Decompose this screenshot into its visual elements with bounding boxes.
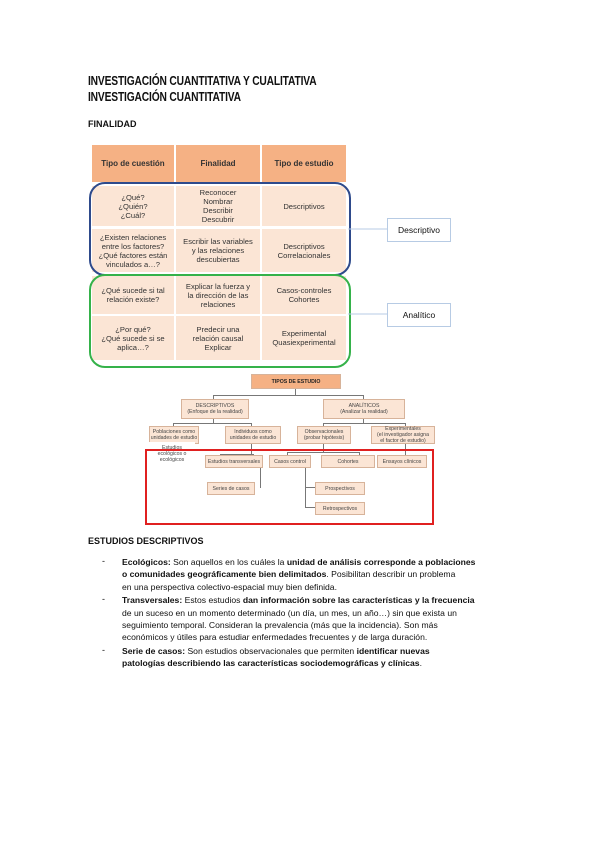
tree-highlight-box — [145, 449, 434, 525]
bold-text: identificar nuevas — [356, 645, 430, 656]
table-header: Tipo de estudio — [262, 145, 346, 182]
text: de un suceso en un momento determinado (… — [122, 607, 457, 618]
table-cell: ¿Qué sucede si tal relación existe? — [92, 276, 174, 314]
paragraph-line: Serie de casos: Son estudios observacion… — [122, 645, 512, 657]
bullet-marker: - — [102, 644, 105, 655]
tree-transversales: Estudios transversales — [205, 455, 263, 468]
paragraph-line: o comunidades geográficamente bien delim… — [122, 568, 512, 580]
text: en una perspectiva colectivo-espacial mu… — [122, 581, 337, 592]
analytic-group-outline — [89, 274, 351, 368]
descriptive-group-outline — [89, 182, 351, 276]
tree-poblaciones: Poblaciones como unidades de estudio — [149, 426, 199, 444]
paragraph-line: patologías describiendo las característi… — [122, 657, 512, 669]
tree-retrospectivos: Retrospectivos — [315, 502, 365, 515]
table-header: Tipo de cuestión — [92, 145, 174, 182]
bold-text: o comunidades geográficamente bien delim… — [122, 569, 327, 580]
paragraph-line: Ecológicos: Son aquellos en los cuáles l… — [122, 556, 512, 568]
paragraph-line: seguimiento temporal. Consideran la prev… — [122, 619, 512, 631]
table-cell: Reconocer Nombrar Describir Descubrir — [176, 186, 260, 226]
text: . Posibilitan describir un problema — [326, 569, 456, 580]
tree-series-casos: Series de casos — [207, 482, 255, 495]
text: Son estudios observacionales que permite… — [185, 645, 357, 656]
section-title-finalidad: FINALIDAD — [88, 119, 137, 129]
tree-experimentales: Experimentales (el investigador asigna e… — [371, 426, 435, 444]
paragraph-line: en una perspectiva colectivo-espacial mu… — [122, 581, 512, 593]
table-cell: Escribir las variables y las relaciones … — [176, 229, 260, 272]
tree-prospectivos: Prospectivos — [315, 482, 365, 495]
table-header: Finalidad — [176, 145, 260, 182]
bold-text: dan información sobre las característica… — [242, 595, 475, 606]
table-cell: Descriptivos Correlacionales — [262, 229, 346, 272]
bold-text: Ecológicos: — [122, 557, 171, 567]
tree-observacionales: Observacionales (probar hipótesis) — [297, 426, 351, 444]
paragraph-line: económicos y útiles para estudiar enferm… — [122, 631, 512, 643]
tree-descriptivos: DESCRIPTIVOS (Enfoque de la realidad) — [181, 399, 249, 419]
study-types-tree: TIPOS DE ESTUDIO DESCRIPTIVOS (Enfoque d… — [145, 372, 445, 527]
text: Son aquellos en los cuáles la — [170, 557, 287, 567]
bold-text: Serie de casos: — [122, 645, 186, 656]
table-cell: Experimental Quasiexperimental — [262, 316, 346, 360]
table-cell: ¿Por qué? ¿Qué sucede si se aplica…? — [92, 316, 174, 360]
bullet-marker: - — [102, 594, 105, 605]
table-cell: ¿Existen relaciones entre los factores? … — [92, 229, 174, 272]
text: . — [419, 658, 422, 669]
bold-text: Transversales: — [122, 595, 183, 606]
tree-casos-control: Casos control — [269, 455, 311, 468]
bold-text: unidad de análisis corresponde a poblaci… — [286, 557, 476, 567]
section-title-estudios-descriptivos: ESTUDIOS DESCRIPTIVOS — [88, 536, 204, 546]
text: económicos y útiles para estudiar enferm… — [122, 632, 428, 643]
table-cell: Predecir una relación causal Explicar — [176, 316, 260, 360]
paragraph-line: de un suceso en un momento determinado (… — [122, 607, 512, 619]
tree-cohortes: Cohortes — [321, 455, 375, 468]
tree-root: TIPOS DE ESTUDIO — [251, 374, 341, 389]
tree-ensayos: Ensayos clínicos — [377, 455, 427, 468]
paragraph-line: Transversales: Estos estudios dan inform… — [122, 594, 512, 606]
text: Estos estudios — [182, 595, 243, 606]
table-cell: ¿Qué? ¿Quién? ¿Cuál? — [92, 186, 174, 226]
descriptivo-label: Descriptivo — [387, 218, 451, 242]
table-cell: Descriptivos — [262, 186, 346, 226]
table-cell: Explicar la fuerza y la dirección de las… — [176, 276, 260, 314]
bold-text: patologías describiendo las característi… — [122, 658, 420, 669]
tree-individuos: Individuos como unidades de estudio — [225, 426, 281, 444]
analitico-label: Analítico — [387, 303, 451, 327]
bullet-paragraph: Ecológicos: Son aquellos en los cuáles l… — [122, 556, 512, 593]
bullet-paragraph: Serie de casos: Son estudios observacion… — [122, 645, 512, 670]
sub-heading: INVESTIGACIÓN CUANTITATIVA — [88, 90, 241, 104]
main-heading: INVESTIGACIÓN CUANTITATIVA Y CUALITATIVA — [88, 74, 317, 88]
bullet-paragraph: Transversales: Estos estudios dan inform… — [122, 594, 512, 644]
tree-analiticos: ANALÍTICOS (Analizar la realidad) — [323, 399, 405, 419]
text: seguimiento temporal. Consideran la prev… — [122, 620, 438, 630]
table-cell: Casos-controles Cohortes — [262, 276, 346, 314]
bullet-marker: - — [102, 556, 105, 566]
tree-ecologicos: Estudios ecológicos o ecológicos — [149, 442, 195, 466]
